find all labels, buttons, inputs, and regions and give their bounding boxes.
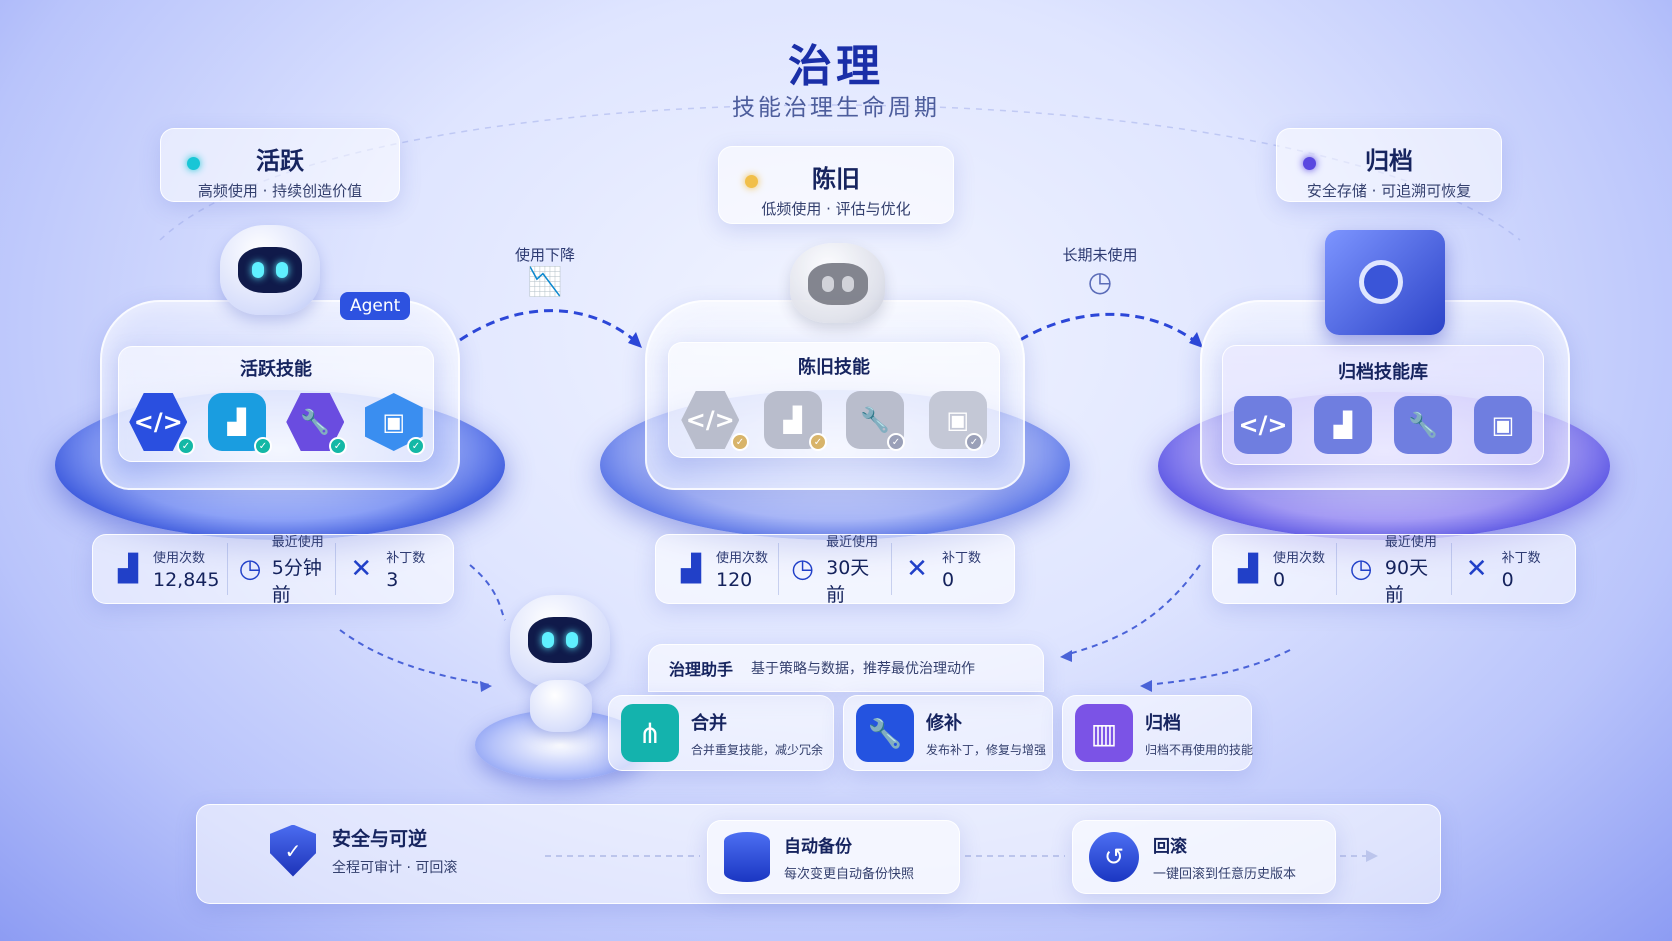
action-archive[interactable]: ▥ 归档归档不再使用的技能	[1062, 695, 1252, 771]
check-icon: ✓	[731, 433, 749, 451]
stage-name: 归档	[1299, 141, 1479, 176]
skills-panel-active: 活跃技能 </> ▟ 🔧 ▣ ✓ ✓ ✓ ✓	[118, 346, 434, 462]
archive-box-icon: ▥	[1075, 704, 1133, 762]
action-patch[interactable]: 🔧 修补发布补丁，修复与增强	[843, 695, 1053, 771]
skills-panel-stale: 陈旧技能 </> ▟ 🔧 ▣ ✓ ✓ ✓ ✓	[668, 342, 1000, 458]
stage-desc: 低频使用 · 评估与优化	[741, 198, 931, 219]
stage-name: 陈旧	[741, 159, 931, 194]
backup-card[interactable]: 自动备份每次变更自动备份快照	[707, 820, 960, 894]
transition-usage-drop: 使用下降 📉	[495, 244, 595, 298]
page-title: 治理	[0, 30, 1672, 94]
bar-chart-icon: ▟	[674, 554, 708, 584]
stage-name: 活跃	[183, 141, 377, 176]
stage-desc: 安全存储 · 可追溯可恢复	[1299, 180, 1479, 201]
page-subtitle: 技能治理生命周期	[0, 88, 1672, 122]
robot-assistant	[510, 595, 610, 687]
skills-title: 活跃技能	[119, 355, 433, 381]
stage-label-archive: 归档 安全存储 · 可追溯可恢复	[1276, 128, 1502, 202]
patch-icon: ✕	[344, 554, 378, 584]
action-merge[interactable]: ⋔ 合并合并重复技能，减少冗余	[608, 695, 834, 771]
status-dot	[745, 175, 758, 188]
assistant-desc: 基于策略与数据，推荐最优治理动作	[751, 658, 975, 678]
rollback-icon: ↺	[1089, 832, 1139, 882]
agent-badge: Agent	[340, 292, 410, 320]
cube-icon: ▣	[1474, 396, 1532, 454]
status-dot	[1303, 157, 1316, 170]
check-icon: ✓	[177, 437, 195, 455]
rollback-card[interactable]: ↺ 回滚一键回滚到任意历史版本	[1072, 820, 1336, 894]
wrench-icon: 🔧	[1394, 396, 1452, 454]
check-icon: ✓	[407, 437, 425, 455]
patch-icon: ✕	[900, 554, 934, 584]
status-dot	[187, 157, 200, 170]
stage-label-active: 活跃 高频使用 · 持续创造价值	[160, 128, 400, 202]
check-icon: ✓	[809, 433, 827, 451]
code-icon: </>	[1234, 396, 1292, 454]
clock-icon: ◷	[236, 554, 263, 584]
patch-icon: ✕	[1460, 554, 1494, 584]
clock-icon: ◷	[1345, 554, 1377, 584]
transition-long-unused: 长期未使用 ◷	[1045, 244, 1155, 298]
shield-icon: ✓	[270, 825, 316, 877]
check-icon: ✓	[329, 437, 347, 455]
database-icon	[724, 832, 770, 882]
assistant-header: 治理助手 基于策略与数据，推荐最优治理动作	[648, 644, 1044, 692]
robot-stale	[790, 243, 885, 323]
skills-title: 归档技能库	[1223, 358, 1543, 384]
bar-chart-icon: ▟	[1231, 554, 1265, 584]
robot-agent	[220, 225, 320, 315]
stage-desc: 高频使用 · 持续创造价值	[183, 180, 377, 201]
wrench-icon: 🔧	[856, 704, 914, 762]
stage-label-stale: 陈旧 低频使用 · 评估与优化	[718, 146, 954, 224]
security-section: ✓ 安全与可逆全程可审计 · 可回滚	[270, 824, 457, 877]
bar-chart-icon: ▟	[111, 554, 145, 584]
check-icon: ✓	[887, 433, 905, 451]
vault-safe-icon	[1325, 230, 1445, 335]
chart-down-icon: 📉	[495, 265, 595, 298]
clock-icon: ◷	[787, 554, 818, 584]
chart-icon: ▟	[1314, 396, 1372, 454]
skills-panel-archive: 归档技能库 </> ▟ 🔧 ▣	[1222, 345, 1544, 465]
assistant-title: 治理助手	[669, 656, 733, 680]
clock-icon: ◷	[1045, 265, 1155, 298]
skills-title: 陈旧技能	[669, 353, 999, 379]
check-icon: ✓	[965, 433, 983, 451]
robot-body	[530, 680, 592, 732]
check-icon: ✓	[254, 437, 272, 455]
merge-icon: ⋔	[621, 704, 679, 762]
